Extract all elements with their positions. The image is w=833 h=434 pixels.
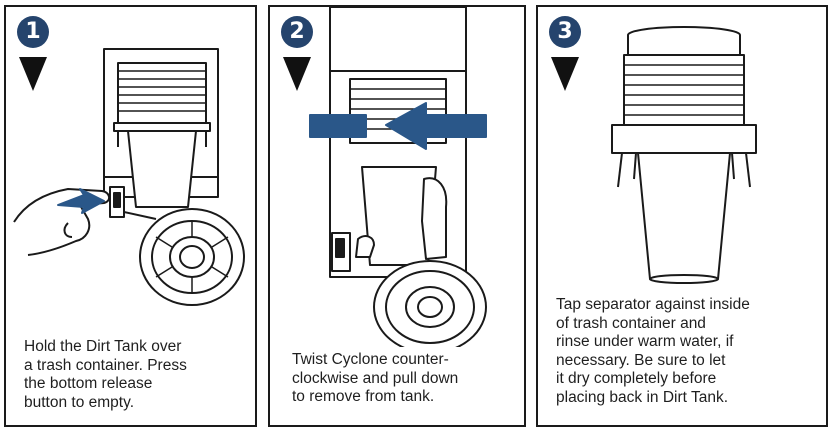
step-caption: Tap separator against inside of trash co… bbox=[556, 296, 750, 406]
step-1-badge: 1 bbox=[16, 15, 50, 93]
down-arrow-step-badge-icon bbox=[549, 16, 581, 91]
step-caption: Twist Cyclone counter- clockwise and pul… bbox=[292, 351, 459, 405]
down-arrow-step-badge-icon bbox=[17, 16, 49, 91]
step-number: 1 bbox=[25, 19, 41, 44]
step-3-badge: 3 bbox=[548, 15, 582, 93]
step-number: 3 bbox=[557, 19, 573, 44]
down-arrow-step-badge-icon bbox=[281, 16, 313, 91]
separator-illustration bbox=[611, 26, 757, 284]
empty-dirt-tank-illustration bbox=[13, 48, 245, 306]
step-caption: Hold the Dirt Tank over a trash containe… bbox=[24, 338, 187, 411]
step-number: 2 bbox=[289, 19, 305, 44]
twist-cyclone-illustration bbox=[309, 7, 487, 347]
step-1-panel: 1 Hold the Dirt Tank over a trash contai… bbox=[4, 5, 257, 427]
step-3-panel: 3 Tap separator against inside of trash … bbox=[536, 5, 828, 427]
step-2-badge: 2 bbox=[280, 15, 314, 93]
step-2-panel: 2 Twist Cyclone counter- clockwise and p… bbox=[268, 5, 526, 427]
